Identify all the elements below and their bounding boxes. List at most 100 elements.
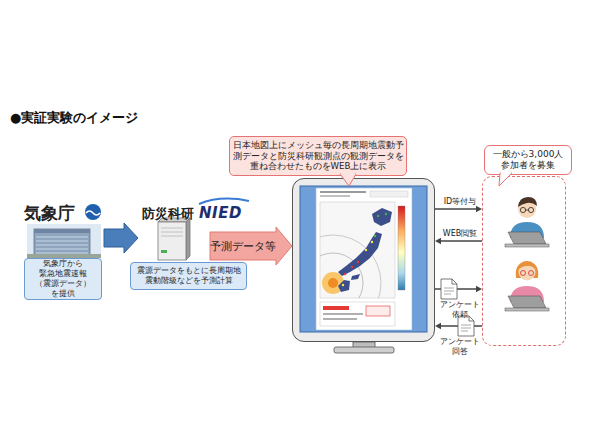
participant-man — [526, 210, 529, 211]
server-icon — [161, 228, 183, 229]
monitor — [292, 178, 435, 353]
map-screenshot — [323, 318, 357, 320]
arrow-label: WEB閲覧 — [437, 229, 483, 240]
map-screenshot — [344, 261, 359, 275]
server-icon — [158, 218, 190, 260]
nied-swoosh — [199, 199, 249, 204]
map-screenshot — [371, 241, 373, 243]
block-arrow — [210, 227, 292, 265]
participant-group: 一般から3,000人 参加者を募集 — [482, 176, 566, 346]
agency-name: 防災科研 — [142, 204, 198, 224]
monitor — [316, 188, 412, 330]
building-photo — [34, 229, 90, 233]
map-screenshot — [338, 232, 382, 276]
document-icon — [452, 279, 457, 284]
server-icon — [158, 222, 186, 260]
participant-man — [518, 197, 537, 207]
server-icon — [161, 228, 183, 236]
map-screenshot — [285, 191, 408, 331]
document-icon — [458, 316, 474, 336]
document-icon — [444, 288, 454, 289]
callout-pointer — [501, 172, 511, 174]
participant-woman — [518, 261, 536, 270]
building-photo — [34, 229, 90, 258]
jma-logo — [85, 204, 101, 220]
map-screenshot — [342, 241, 373, 286]
map-screenshot — [323, 306, 349, 310]
map-screenshot — [320, 208, 392, 298]
server-icon — [161, 232, 183, 233]
server-icon — [186, 218, 190, 260]
participant-man — [528, 207, 533, 212]
participant-man — [508, 232, 546, 244]
monitor-box: 日本地図上にメッシュ毎の長周期地震動予 測データと防災科研観測点の観測データを … — [292, 178, 435, 342]
participant-woman — [521, 271, 526, 276]
map-screenshot — [351, 266, 353, 268]
document-icon — [461, 331, 468, 332]
participant-woman — [505, 261, 549, 311]
arrow-shape — [104, 223, 138, 253]
participant-woman — [505, 308, 549, 311]
callout-pointer — [341, 173, 355, 175]
callout-pointer — [499, 173, 512, 186]
participant-woman — [508, 296, 546, 308]
monitor — [300, 186, 427, 332]
arrow-label: アンケート 回答 — [436, 337, 484, 357]
building-photo — [36, 245, 88, 246]
map-screenshot — [344, 273, 346, 275]
map-screenshot — [385, 213, 387, 215]
diagram-title: ●実証実験のイメージ — [10, 109, 210, 127]
monitor — [292, 178, 435, 342]
building-photo — [36, 249, 88, 250]
map-screenshot — [320, 195, 350, 197]
nied-group: 防災科研震源データをもとに長周期地 震動階級などを予測計算 — [138, 200, 210, 292]
map-screenshot — [328, 278, 338, 288]
map-screenshot — [357, 261, 359, 263]
callout-pointer — [340, 174, 356, 186]
building-photo — [36, 241, 88, 242]
map-screenshot — [374, 235, 376, 237]
callout-box: 震源データをもとに長周期地 震動階級などを予測計算 — [130, 262, 247, 290]
monitor — [334, 347, 394, 353]
arrow-head — [435, 238, 441, 244]
map-screenshot — [365, 249, 367, 251]
block-arrow — [104, 223, 138, 253]
document-icon — [444, 294, 451, 295]
participant-woman — [529, 271, 534, 276]
map-screenshot — [320, 191, 366, 193]
participant-man — [505, 244, 549, 247]
building-photo — [27, 224, 101, 258]
document-icon — [458, 316, 474, 336]
document-icon — [469, 316, 474, 321]
map-screenshot — [374, 213, 387, 237]
logo-text: NIED — [199, 204, 251, 222]
jma-logo — [86, 211, 100, 215]
arrow-line — [435, 208, 476, 209]
flow-arrow — [435, 238, 482, 244]
server-icon — [161, 250, 167, 253]
callout-box: 日本地図上にメッシュ毎の長周期地震動予 測データと防災科研観測点の観測データを … — [229, 136, 407, 176]
building-photo — [36, 237, 88, 238]
participant-man — [505, 197, 549, 247]
map-screenshot — [372, 208, 392, 226]
participant-man — [520, 207, 525, 212]
map-screenshot — [323, 313, 363, 315]
map-screenshot — [351, 274, 360, 280]
map-screenshot — [366, 306, 390, 316]
jma-logo — [85, 204, 101, 220]
document-icon — [441, 279, 457, 299]
arrow-line — [441, 240, 482, 241]
document-icon — [461, 328, 471, 329]
arrow-shape — [210, 227, 292, 265]
map-screenshot — [342, 284, 344, 286]
arrow-head — [476, 286, 482, 292]
callout-box: 気象庁から 緊急地震速報 （震源データ） を提供 — [24, 258, 102, 300]
map-screenshot — [320, 302, 395, 326]
building-photo — [27, 224, 101, 258]
